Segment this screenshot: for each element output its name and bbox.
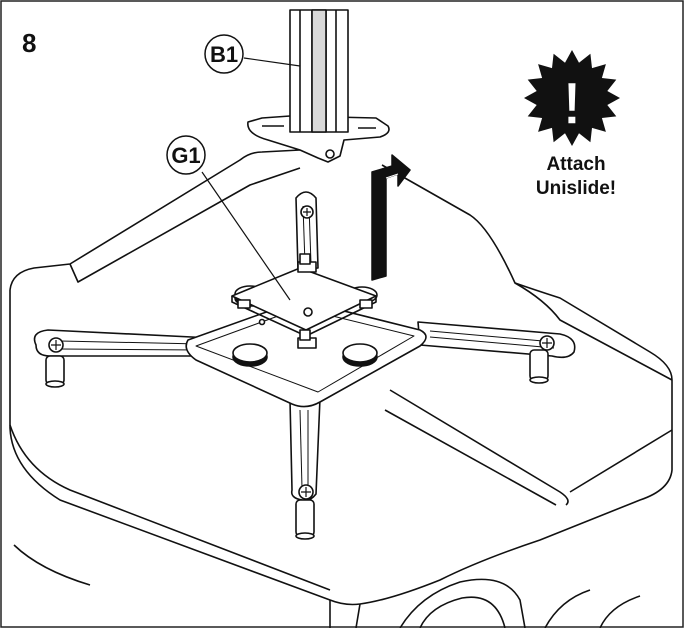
starburst-warning-icon: !	[524, 50, 620, 146]
spider-arms	[33, 191, 576, 540]
projector-body	[9, 149, 673, 629]
callout-label-b1: B1	[210, 42, 238, 67]
warning-exclamation: !	[562, 70, 582, 137]
universal-plate-g1	[185, 253, 427, 408]
callout-b1: B1	[204, 34, 301, 74]
column-bracket	[247, 9, 390, 163]
warning-text-line2: Unislide!	[536, 178, 616, 199]
callout-label-g1: G1	[171, 143, 200, 168]
up-arrow-icon	[371, 154, 411, 281]
warning-text-line1: Attach	[546, 154, 605, 175]
step-number: 8	[22, 28, 36, 58]
callout-g1: G1	[166, 135, 291, 301]
